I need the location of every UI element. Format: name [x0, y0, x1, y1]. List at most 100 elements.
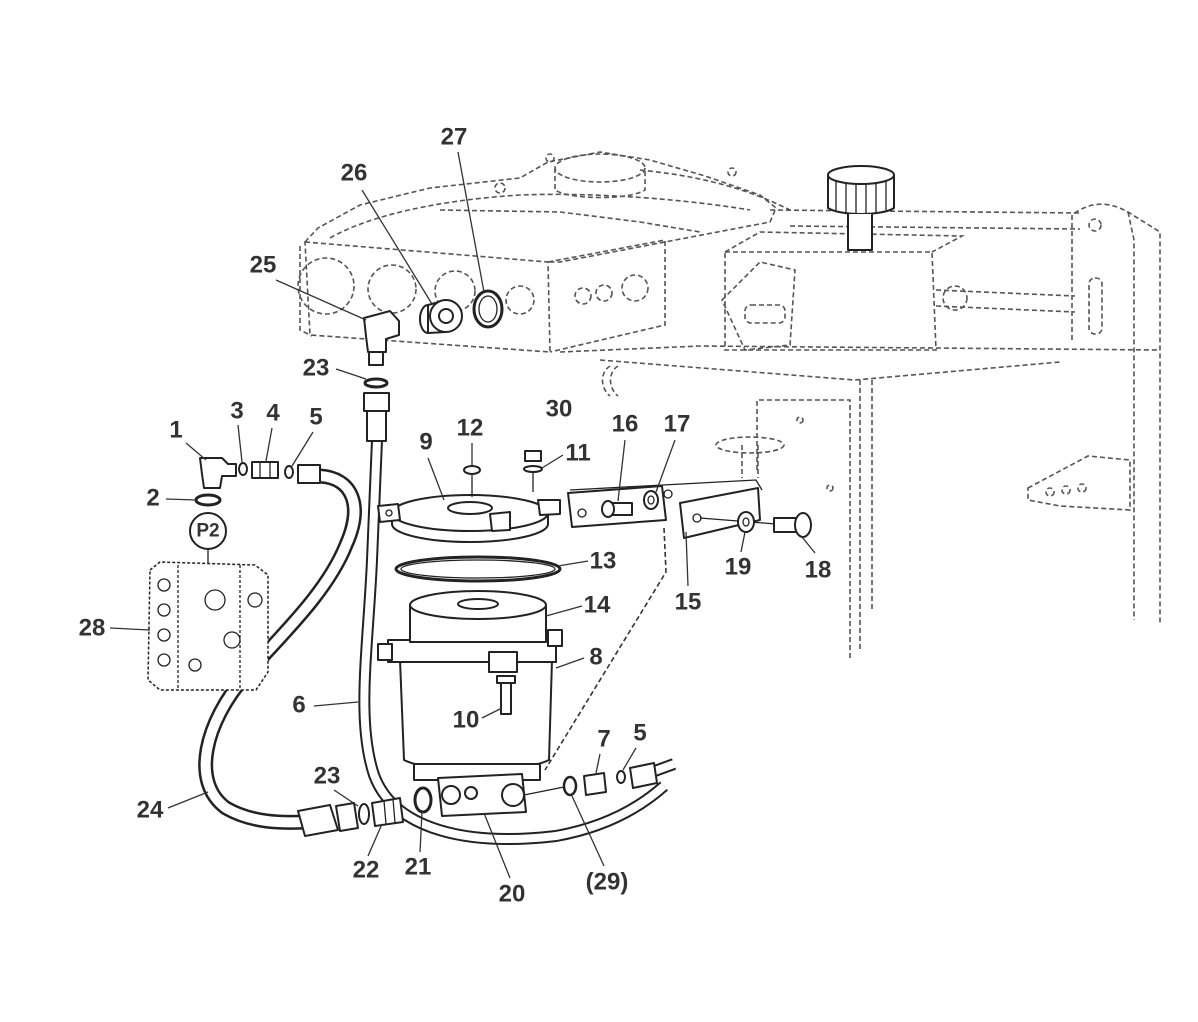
callout-16: 16	[612, 411, 639, 438]
gearbox-inner-edge	[329, 193, 751, 239]
part-3-seal	[238, 462, 248, 476]
part-20-head-block	[437, 773, 527, 817]
bracket-plate	[756, 399, 851, 660]
leader-25	[275, 279, 367, 321]
leader-18	[801, 536, 816, 554]
leader-17	[655, 439, 676, 493]
breather-cap-body	[827, 175, 895, 215]
gearbox-dome	[554, 153, 646, 183]
adapter-22-body	[371, 797, 404, 827]
bracket-disc	[715, 436, 785, 454]
bracket-stem	[741, 445, 759, 478]
part-21-seal	[413, 786, 433, 814]
breather-cap-top	[827, 165, 895, 185]
leader-4	[265, 427, 273, 462]
leader-11	[541, 454, 564, 469]
rail-upper	[769, 209, 1081, 214]
callout-27: 27	[441, 124, 468, 151]
part-25-elbow	[363, 310, 400, 366]
valve-port-2	[157, 603, 171, 617]
fitting-26-bore	[438, 308, 454, 324]
bolt-30-head	[524, 450, 542, 462]
valve-port-7	[188, 658, 202, 672]
part-17-washer	[643, 490, 659, 510]
filter-band	[387, 639, 557, 663]
part-7-adapter	[583, 772, 607, 796]
callout-18: 18	[805, 557, 832, 584]
part-14-filter-element	[409, 590, 547, 643]
washer-17-outer	[643, 490, 659, 510]
leader-14	[545, 605, 583, 617]
part-16-bracket	[567, 485, 673, 528]
gearbox-port-1	[297, 257, 355, 315]
hose-24-end-nut	[335, 802, 359, 832]
valve-block-edge	[177, 565, 241, 690]
filter-band-tab-right	[547, 629, 563, 647]
gearbox-bolt-1	[494, 182, 506, 194]
leader-23-upper	[335, 368, 367, 380]
side-port-2	[595, 284, 613, 302]
callout-25: 25	[250, 252, 277, 279]
gearbox-top-outline	[304, 151, 777, 263]
side-port-3	[621, 274, 649, 302]
p2-marker-circle	[189, 512, 227, 550]
motor-box-top	[724, 231, 966, 253]
gearbox-pipe	[639, 169, 791, 211]
callout-labels: 27 26 25 23 1 3 4 5 2 P2 28 9 12 30 11 1…	[79, 124, 832, 908]
callout-4: 4	[266, 400, 280, 427]
small-bracket-hole-3	[1077, 483, 1087, 493]
leader-22	[367, 823, 383, 857]
leader-5-lower	[622, 747, 637, 771]
bracket-to-filter-dashed	[544, 527, 667, 771]
part-1-elbow	[199, 457, 237, 489]
small-bracket	[1027, 455, 1131, 511]
callout-20: 20	[499, 881, 526, 908]
callout-5-lower: 5	[633, 720, 646, 747]
shaft	[935, 289, 1076, 313]
callout-23-upper: 23	[303, 355, 330, 382]
head-block-port-1	[441, 785, 461, 805]
small-bracket-hole-1	[1045, 487, 1055, 497]
part-29-seal	[562, 775, 578, 797]
callout-24: 24	[137, 797, 164, 824]
part-18-bolt	[773, 512, 812, 538]
screw-10-shaft	[500, 681, 512, 715]
valve-port-3	[157, 628, 171, 642]
part-15-bracket	[679, 487, 761, 539]
adapter-4-flats	[259, 462, 271, 478]
shaft-end	[942, 285, 968, 311]
rail-lower	[789, 225, 1081, 230]
callout-22: 22	[353, 857, 380, 884]
washer-17-inner	[647, 495, 655, 505]
gearbox-front-face	[304, 241, 551, 353]
leader-10	[481, 707, 503, 719]
gearbox-dome-body	[554, 168, 646, 199]
leader-21	[419, 811, 423, 853]
callout-8: 8	[589, 644, 602, 671]
leader-26	[361, 189, 433, 305]
machine-outline	[297, 151, 1161, 660]
callout-17: 17	[664, 411, 691, 438]
valve-port-8	[247, 592, 263, 608]
motor-bracket	[721, 261, 796, 351]
callout-1: 1	[169, 417, 182, 444]
leader-29	[571, 795, 605, 867]
gearbox-right-face	[547, 239, 666, 353]
part-11-washer	[523, 465, 543, 473]
leader-8	[555, 657, 585, 669]
elbow-body	[363, 310, 400, 353]
plate-9-tab-left	[377, 503, 401, 523]
gearbox-bolt-2	[545, 153, 555, 163]
part-4-adapter	[251, 461, 279, 479]
leader-7	[595, 753, 601, 774]
plate-9-tab-left-hole	[385, 509, 393, 517]
leader-19	[740, 531, 746, 553]
leader-24	[167, 791, 209, 809]
column-outline	[1071, 203, 1161, 625]
column-edge	[1127, 211, 1135, 620]
leader-23-lower	[333, 789, 359, 807]
column-hole	[1088, 218, 1102, 232]
elbow-stem	[368, 351, 384, 366]
valve-port-5	[204, 589, 226, 611]
